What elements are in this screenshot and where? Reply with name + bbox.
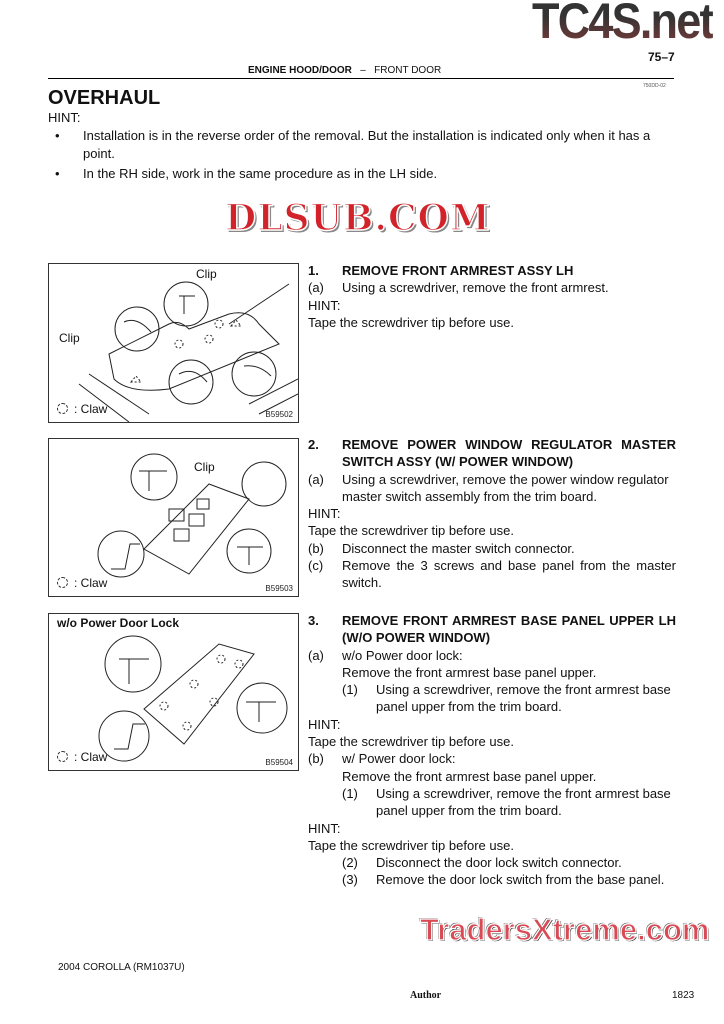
line-marker: (a) <box>308 471 324 487</box>
bullet-item: •Installation is in the reverse order of… <box>48 127 678 163</box>
bullet-text: In the RH side, work in the same procedu… <box>83 166 438 181</box>
claw-legend: : Claw <box>57 576 107 590</box>
header-rule <box>48 78 674 79</box>
line-marker: (c) <box>308 558 324 574</box>
clip-label: Clip <box>194 460 215 474</box>
master-switch-illustration <box>97 453 287 578</box>
claw-legend-text: : Claw <box>74 402 108 416</box>
footer-author: Author <box>410 990 442 1001</box>
page-title: OVERHAUL <box>48 87 161 109</box>
figure-master-switch: Clip : Claw B59503 <box>48 438 299 597</box>
figure-armrest: Clip Clip : Claw B59502 <box>48 263 299 423</box>
line-text: w/ Power door lock: <box>342 751 456 767</box>
section-name: ENGINE HOOD/DOOR <box>248 65 352 76</box>
hint-text: Tape the screwdriver tip before use. <box>308 837 514 853</box>
step-heading: REMOVE POWER WINDOW REGULATOR MASTER SWI… <box>342 437 676 470</box>
hint-text: Tape the screwdriver tip before use. <box>308 314 514 330</box>
claw-legend-text: : Claw <box>74 750 108 764</box>
claw-legend-text: : Claw <box>74 576 108 590</box>
figure-code: B59502 <box>265 410 293 419</box>
claw-legend: : Claw <box>57 402 107 416</box>
doc-code: 750DD-02 <box>643 83 666 89</box>
hint-label: HINT: <box>308 297 341 313</box>
line-marker: (3) <box>342 872 358 888</box>
figure-title: w/o Power Door Lock <box>57 616 180 630</box>
step-number: 2. <box>308 437 319 452</box>
step-number: 3. <box>308 613 319 628</box>
subsection-name: FRONT DOOR <box>374 65 442 76</box>
line-text: Disconnect the master switch connector. <box>342 540 575 556</box>
figure-base-panel: w/o Power Door Lock : Claw B59504 <box>48 613 299 771</box>
line-text: Using a screwdriver, remove the front ar… <box>342 280 609 296</box>
figure-code: B59503 <box>265 584 293 593</box>
line-marker: (a) <box>308 280 324 296</box>
claw-icon <box>57 577 68 588</box>
claw-icon <box>57 403 68 414</box>
line-text: Using a screwdriver, remove the front ar… <box>376 682 671 715</box>
clip-label: Clip <box>196 267 217 281</box>
hint-label: HINT: <box>308 716 341 732</box>
dlsub-watermark: DLSUB.COM <box>224 197 491 239</box>
line-text: Remove the front armrest base panel uppe… <box>342 768 597 784</box>
claw-icon <box>57 751 68 762</box>
line-marker: (2) <box>342 855 358 871</box>
tradersxtreme-watermark: TradersXtreme.com <box>419 911 710 947</box>
armrest-illustration <box>78 281 298 422</box>
bullet-item: •In the RH side, work in the same proced… <box>48 165 678 183</box>
line-text: Using a screwdriver, remove the power wi… <box>342 471 669 504</box>
step-3: 3. REMOVE FRONT ARMREST BASE PANEL UPPER … <box>308 612 676 889</box>
step-heading: REMOVE FRONT ARMREST ASSY LH <box>342 263 574 278</box>
footer-model: 2004 COROLLA (RM1037U) <box>58 962 185 973</box>
line-marker: (b) <box>308 751 324 767</box>
bullet-text: Installation is in the reverse order of … <box>83 128 651 161</box>
step-2: 2. REMOVE POWER WINDOW REGULATOR MASTER S… <box>308 436 676 592</box>
line-text: Remove the 3 screws and base panel from … <box>342 558 676 591</box>
base-panel-illustration <box>98 635 288 762</box>
footer-page: 1823 <box>672 990 695 1001</box>
step-heading: REMOVE FRONT ARMREST BASE PANEL UPPER LH… <box>342 613 676 646</box>
clip-label: Clip <box>59 331 80 345</box>
hint-label: HINT: <box>48 110 81 125</box>
line-marker: (1) <box>342 785 358 801</box>
page-number: 75–7 <box>648 50 675 64</box>
separator: – <box>360 65 366 76</box>
hint-label: HINT: <box>308 820 341 836</box>
hint-text: Tape the screwdriver tip before use. <box>308 523 514 539</box>
step-number: 1. <box>308 263 319 278</box>
figure-code: B59504 <box>265 758 293 767</box>
line-text: Using a screwdriver, remove the front ar… <box>376 785 671 819</box>
claw-legend: : Claw <box>57 750 107 764</box>
line-marker: (a) <box>308 647 324 663</box>
hint-label: HINT: <box>308 506 341 522</box>
line-text: Remove the door lock switch from the bas… <box>376 872 665 888</box>
line-text: Remove the front armrest base panel uppe… <box>342 664 597 680</box>
hint-text: Tape the screwdriver tip before use. <box>308 734 514 750</box>
line-text: w/o Power door lock: <box>342 647 463 663</box>
line-marker: (b) <box>308 540 324 556</box>
step-1: 1. REMOVE FRONT ARMREST ASSY LH (a) Using … <box>308 262 676 331</box>
tc4s-watermark: TC4S.net <box>532 0 714 46</box>
running-header: ENGINE HOOD/DOOR – FRONT DOOR <box>248 65 441 77</box>
line-text: Disconnect the door lock switch connecto… <box>376 855 622 871</box>
line-marker: (1) <box>342 682 358 698</box>
